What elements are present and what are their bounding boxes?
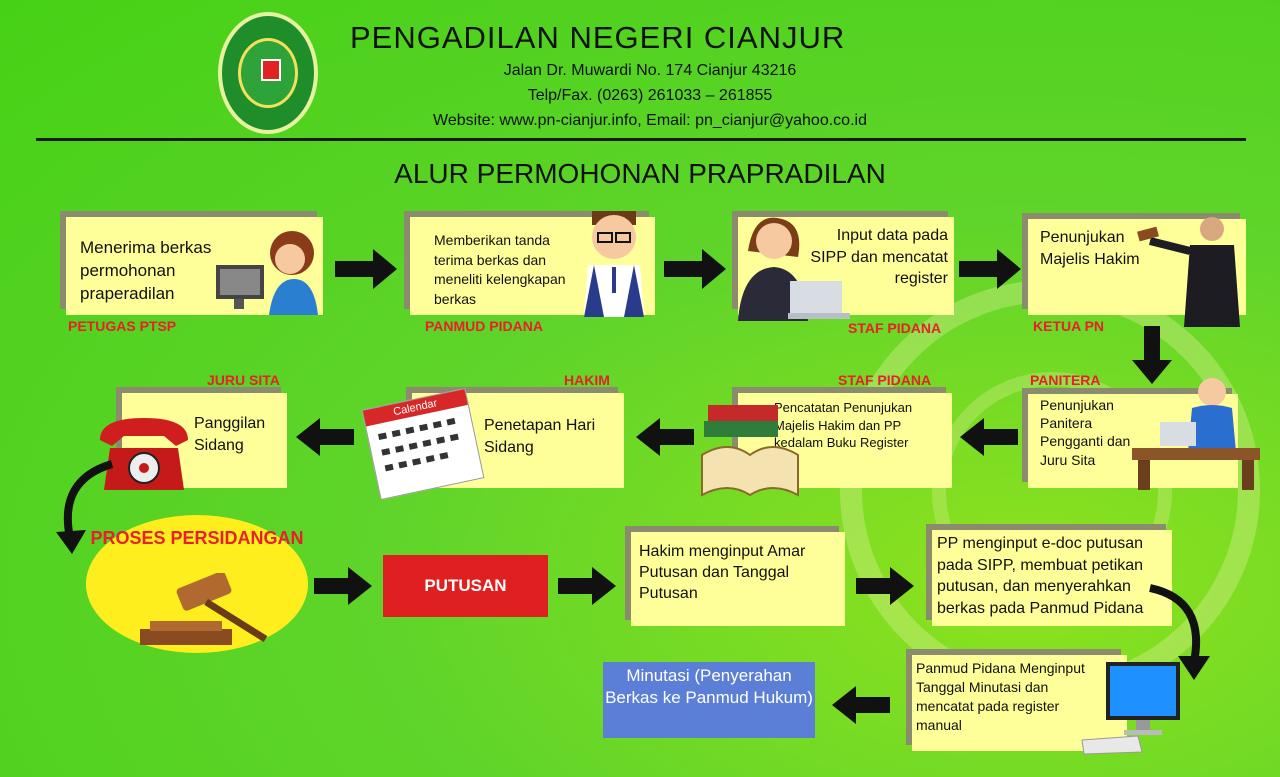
phone: Telp/Fax. (0263) 261033 – 261855 bbox=[527, 87, 773, 104]
putusan-node: PUTUSAN bbox=[383, 555, 548, 617]
calendar-icon: Calendar bbox=[361, 387, 485, 501]
arrow-left bbox=[960, 418, 1018, 456]
minutasi-node: Minutasi (Penyerahan Berkas ke Panmud Hu… bbox=[603, 662, 815, 738]
step-text: Penunjukan Majelis Hakim bbox=[1040, 229, 1140, 268]
step-box: Menerima berkas permohonan praperadilan bbox=[66, 217, 323, 315]
woman-with-laptop-icon bbox=[738, 217, 850, 321]
proses-persidangan-node: PROSES PERSIDANGAN bbox=[86, 515, 308, 653]
role-label: PANMUD PIDANA bbox=[425, 318, 543, 334]
court-logo bbox=[218, 12, 318, 134]
arrow-curved-down bbox=[1149, 584, 1210, 680]
step-text: Menerima berkas permohonan praperadilan bbox=[80, 238, 212, 303]
arrow-right bbox=[959, 249, 1021, 289]
arrow-left bbox=[636, 418, 694, 456]
address: Jalan Dr. Muwardi No. 174 Cianjur 43216 bbox=[503, 62, 797, 79]
arrow-right bbox=[335, 249, 397, 289]
gavel-icon bbox=[140, 573, 268, 645]
desktop-computer-icon bbox=[1081, 662, 1180, 755]
diagram-title: ALUR PERMOHONAN PRAPRADILAN bbox=[394, 158, 886, 189]
step-text: Memberikan tanda terima berkas dan menel… bbox=[434, 232, 566, 307]
step-text: Penunjukan Panitera Pengganti dan Juru S… bbox=[1040, 397, 1131, 468]
step-box: Panmud Pidana Menginput Tanggal Minutasi… bbox=[912, 655, 1127, 751]
step-box: Hakim menginput Amar Putusan dan Tanggal… bbox=[631, 532, 845, 626]
judge-with-gavel-icon bbox=[1137, 217, 1240, 327]
step-text: PP menginput e-doc putusan pada SIPP, me… bbox=[937, 535, 1144, 617]
calendar-grid bbox=[377, 417, 459, 472]
arrow-right bbox=[664, 249, 726, 289]
step-box: Pencatatan Penunjukan Majelis Hakim dan … bbox=[701, 393, 952, 497]
arrow-curved-down bbox=[56, 460, 114, 554]
woman-at-computer-icon bbox=[216, 231, 318, 315]
header-divider bbox=[36, 138, 1246, 141]
proses-label: PROSES PERSIDANGAN bbox=[90, 528, 304, 548]
books-icon bbox=[701, 405, 799, 497]
step-box: Input data pada SIPP dan mencatat regist… bbox=[738, 217, 954, 321]
step-text: Input data pada SIPP dan mencatat regist… bbox=[810, 227, 948, 288]
arrow-left bbox=[832, 686, 890, 724]
role-label: STAF PIDANA bbox=[838, 372, 932, 388]
role-label: KETUA PN bbox=[1033, 318, 1105, 334]
man-at-desk-icon bbox=[1132, 378, 1260, 490]
arrow-right bbox=[558, 567, 616, 605]
arrow-right bbox=[856, 567, 914, 605]
step-text: Pencatatan Penunjukan Majelis Hakim dan … bbox=[774, 400, 913, 451]
role-label: STAF PIDANA bbox=[848, 320, 942, 336]
step-text: Penetapan Hari Sidang bbox=[484, 417, 596, 456]
telephone-icon bbox=[100, 418, 188, 490]
role-label: JURU SITA bbox=[207, 372, 280, 388]
step-box: Penunjukan Panitera Pengganti dan Juru S… bbox=[1028, 378, 1260, 490]
arrow-right bbox=[314, 567, 372, 605]
man-with-glasses-icon bbox=[584, 211, 644, 317]
step-box: Penunjukan Majelis Hakim bbox=[1028, 217, 1246, 327]
role-label: HAKIM bbox=[564, 372, 610, 388]
role-label: PANITERA bbox=[1030, 372, 1101, 388]
institution-name: PENGADILAN NEGERI CIANJUR bbox=[350, 20, 846, 55]
step-box: PP menginput e-doc putusan pada SIPP, me… bbox=[932, 530, 1172, 626]
arrow-down bbox=[1132, 326, 1172, 384]
step-text: Panmud Pidana Menginput Tanggal Minutasi… bbox=[916, 660, 1085, 733]
step-text: Hakim menginput Amar Putusan dan Tanggal… bbox=[639, 543, 806, 602]
step-text: Panggilan Sidang bbox=[194, 415, 266, 454]
arrow-left bbox=[296, 418, 354, 456]
role-label: PETUGAS PTSP bbox=[68, 318, 177, 334]
step-box: Memberikan tanda terima berkas dan menel… bbox=[410, 211, 655, 317]
website: Website: www.pn-cianjur.info, Email: pn_… bbox=[433, 112, 867, 129]
